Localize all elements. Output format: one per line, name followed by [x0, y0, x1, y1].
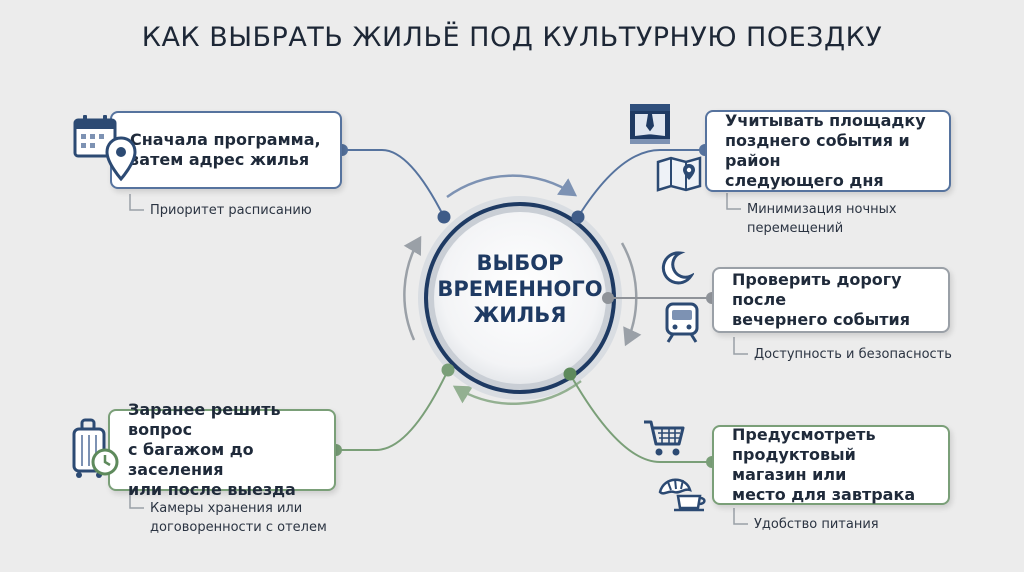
connector-1: [342, 149, 445, 218]
card-route-check: Проверить дорогу после вечернего события: [712, 267, 950, 333]
luggage-clock-icon: [72, 418, 119, 478]
card-text: Учитывать площадку позднего события и ра…: [725, 111, 926, 190]
note-elbow-3: [733, 337, 748, 355]
note-elbow-1: [129, 194, 144, 211]
connector-2: [577, 149, 705, 218]
card-breakfast: Предусмотреть продуктовый магазин или ме…: [712, 425, 950, 505]
hub-label: ВЫБОР ВРЕМЕННОГО ЖИЛЬЯ: [437, 251, 603, 327]
note-schedule-first: Приоритет расписанию: [150, 203, 312, 218]
note-route-check: Доступность и безопасность: [754, 347, 952, 362]
card-text: Сначала программа, затем адрес жилья: [130, 130, 321, 169]
connector-4: [336, 369, 449, 451]
location-pin-icon: [105, 136, 137, 182]
connector-5: [569, 373, 712, 463]
train-icon: [665, 302, 699, 343]
note-luggage: Камеры хранения или договоренности с оте…: [150, 501, 327, 535]
note-breakfast: Удобство питания: [754, 517, 879, 532]
card-schedule-first: Сначала программа, затем адрес жилья: [110, 111, 342, 189]
croissant-coffee-icon: [658, 478, 706, 512]
map-icon: [656, 156, 702, 192]
note-elbow-5: [733, 508, 748, 525]
shopping-cart-icon: [644, 420, 685, 456]
card-luggage: Заранее решить вопрос с багажом до засел…: [108, 400, 336, 499]
card-venue-district: Учитывать площадку позднего события и ра…: [705, 110, 951, 192]
note-elbow-2: [726, 193, 741, 210]
calendar-icon: [73, 115, 117, 158]
note-elbow-4: [129, 493, 144, 509]
cycle-arc-top: [446, 174, 578, 199]
theater-icon: [630, 104, 670, 144]
moon-icon: [661, 251, 694, 285]
hub-circle: [434, 212, 606, 384]
cycle-arc-bottom: [452, 380, 582, 405]
card-text: Проверить дорогу после вечернего события: [732, 270, 910, 329]
note-venue-district: Минимизация ночных перемещений: [747, 202, 897, 236]
cycle-arc-right: [620, 242, 642, 347]
card-text: Заранее решить вопрос с багажом до засел…: [128, 400, 296, 499]
page-title: КАК ВЫБРАТЬ ЖИЛЬЁ ПОД КУЛЬТУРНУЮ ПОЕЗДКУ: [141, 22, 883, 53]
card-text: Предусмотреть продуктовый магазин или ме…: [732, 425, 916, 504]
cycle-arc-left: [403, 235, 422, 341]
